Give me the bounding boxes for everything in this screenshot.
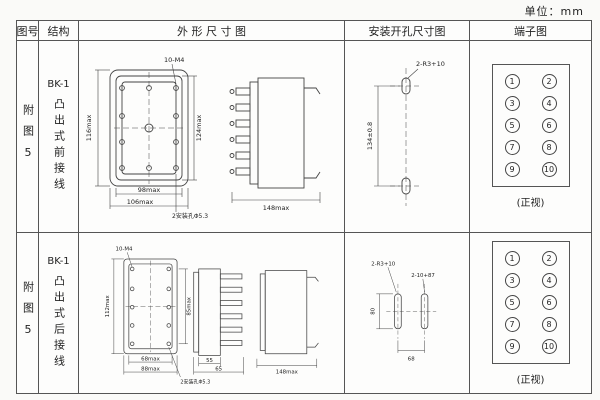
- header-terminal: 端子图: [470, 21, 591, 41]
- terminal-3: 3: [504, 272, 520, 288]
- dimension-table: 图号 结构 外 形 尺 寸 图 安装开孔尺寸图 端子图 附图5 BK-1 凸出式…: [16, 20, 592, 394]
- structure-cell-row2: BK-1 凸出式后接线: [39, 233, 79, 393]
- terminal-1: 1: [504, 250, 520, 266]
- outline-drawing-rear-wiring: 112max 10-M4 85max 68max 88max 2安装孔Φ5.3 …: [104, 247, 319, 386]
- dim-label-right: 85max: [186, 296, 192, 315]
- terminal-diagram-row2: 1 2 3 4 5 6 7 8 9 10: [491, 240, 570, 364]
- model-row2: BK-1: [47, 255, 70, 267]
- mounting-hole-note: 2安装孔Φ5.3: [180, 379, 210, 386]
- view-label-row2: (正视): [516, 374, 545, 386]
- dim-label-bottom-inner: 98max: [137, 186, 160, 194]
- terminal-cell-row2: 1 2 3 4 5 6 7 8 9 10 (正视): [470, 233, 591, 393]
- mounting-cell-row1: 2-R3+10 134±0.8: [345, 41, 470, 233]
- terminal-2: 2: [541, 74, 557, 89]
- rear-terminal-view: [192, 268, 244, 375]
- terminal-6: 6: [541, 294, 557, 310]
- terminal-diagram-row1: 1 2 3 4 5 6 7 8 9 10: [491, 64, 570, 187]
- terminal-6: 6: [541, 118, 557, 133]
- mounting-cell-row2: 2-R3+10 2-10+87 80 68: [345, 233, 470, 393]
- header-outline: 外 形 尺 寸 图: [79, 21, 345, 41]
- terminal-5: 5: [504, 294, 520, 310]
- terminal-7: 7: [504, 316, 520, 332]
- dimension-lines: [110, 252, 188, 378]
- header-mounting: 安装开孔尺寸图: [345, 21, 470, 41]
- terminal-2: 2: [541, 250, 557, 266]
- mounting-drawing-front-wiring: 2-R3+10 134±0.8: [366, 60, 445, 206]
- model-row1: BK-1: [47, 79, 70, 90]
- header-fig-no: 图号: [17, 21, 39, 41]
- slot-spec-label: 2-R3+10: [416, 60, 445, 68]
- outline-drawing-front-wiring: 116max 124max 10-M4 98max 106max 2安装孔Φ5.…: [85, 56, 320, 220]
- dim-label-vertical: 134±0.8: [366, 121, 374, 149]
- dim-label-left: 112max: [104, 295, 110, 318]
- terminal-10: 10: [541, 162, 557, 177]
- outline-cell-row2: 112max 10-M4 85max 68max 88max 2安装孔Φ5.3 …: [79, 233, 345, 393]
- dim-label-bottom-outer: 88max: [141, 366, 160, 372]
- view-label-row1: (正视): [516, 198, 545, 209]
- dim-label-bottom-outer: 106max: [126, 198, 153, 206]
- dim-label-bottom-inner: 68max: [141, 356, 160, 362]
- dim-label-depth: 148max: [275, 370, 298, 376]
- mounting-hole-note: 2安装孔Φ5.3: [172, 212, 208, 220]
- structure-row1: 凸出式前接线: [52, 98, 66, 194]
- terminal-8: 8: [541, 316, 557, 332]
- header-structure: 结构: [39, 21, 79, 41]
- fig-no-cell-row2: 附图5: [17, 233, 39, 393]
- terminal-9: 9: [504, 162, 520, 177]
- dim-label-mid-a: 55: [206, 358, 213, 364]
- screw-spec-label: 10-M4: [115, 247, 132, 253]
- dim-label-vertical: 80: [370, 307, 376, 314]
- dim-label-bottom: 68: [407, 356, 414, 362]
- structure-cell-row1: BK-1 凸出式前接线: [39, 41, 79, 233]
- outline-cell-row1: 116max 124max 10-M4 98max 106max 2安装孔Φ5.…: [79, 41, 345, 233]
- terminal-7: 7: [504, 140, 520, 155]
- fig-no-cell-row1: 附图5: [17, 41, 39, 233]
- slot-spec-label-2: 2-10+87: [411, 273, 435, 279]
- mounting-drawing-rear-wiring: 2-R3+10 2-10+87 80 68: [370, 262, 436, 362]
- terminal-cell-row1: 1 2 3 4 5 6 7 8 9 10 (正视): [470, 41, 591, 233]
- dim-label-left: 116max: [85, 114, 93, 141]
- terminal-5: 5: [504, 118, 520, 133]
- structure-row2: 凸出式后接线: [52, 274, 66, 371]
- screw-spec-label: 10-M4: [164, 56, 184, 64]
- side-view: [229, 77, 320, 203]
- slot-spec-label: 2-R3+10: [371, 262, 395, 268]
- terminal-4: 4: [541, 272, 557, 288]
- fig-no-row2: 附图5: [21, 280, 35, 346]
- terminal-10: 10: [541, 338, 557, 354]
- fig-no-row1: 附图5: [21, 104, 35, 169]
- dimension-lines: [94, 63, 197, 212]
- dim-label-mid-b: 65: [215, 366, 222, 372]
- side-view: [256, 270, 319, 368]
- terminal-9: 9: [504, 338, 520, 354]
- terminal-3: 3: [504, 96, 520, 111]
- terminal-4: 4: [541, 96, 557, 111]
- terminal-8: 8: [541, 140, 557, 155]
- unit-label: 单位：mm: [524, 5, 584, 18]
- front-view: [122, 258, 177, 355]
- dim-label-right: 124max: [195, 114, 203, 141]
- terminal-1: 1: [504, 74, 520, 89]
- dim-label-depth: 148max: [262, 204, 289, 212]
- front-view: [109, 69, 188, 186]
